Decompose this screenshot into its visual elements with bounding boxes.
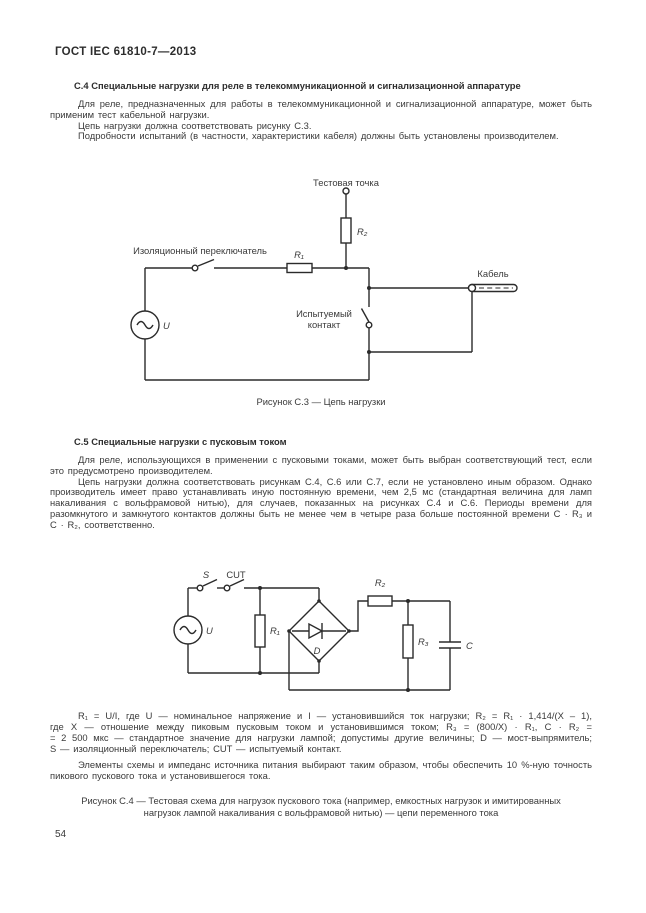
switch-contact-icon bbox=[191, 264, 199, 272]
switch-blade-icon bbox=[197, 258, 215, 267]
resistor-r1-icon bbox=[286, 262, 313, 274]
diode-icon bbox=[308, 622, 324, 640]
switch-cut-label: CUT bbox=[226, 569, 246, 580]
contact-terminal-icon bbox=[365, 321, 373, 329]
paragraph: Элементы схемы и импеданс источника пита… bbox=[50, 759, 592, 781]
switch-s-blade-icon bbox=[202, 578, 218, 587]
resistor-r3-icon bbox=[402, 624, 414, 659]
resistor-r2-icon bbox=[340, 217, 352, 244]
contact-under-test-label-line2: контакт bbox=[308, 319, 341, 330]
formula-line: = 2 500 мкс — стандартное значение для н… bbox=[50, 732, 592, 743]
resistor-r1-icon bbox=[254, 614, 266, 648]
figure-c4-caption-line1: Рисунок С.4 — Тестовая схема для нагрузо… bbox=[81, 795, 561, 806]
resistor-r1-label: R₁ bbox=[294, 249, 304, 260]
figure-c4-caption: Рисунок С.4 — Тестовая схема для нагрузо… bbox=[50, 795, 592, 818]
source-voltage-label: U bbox=[163, 320, 170, 331]
cable-label: Кабель bbox=[477, 268, 508, 279]
doc-header-title: ГОСТ IEC 61810-7—2013 bbox=[55, 46, 197, 58]
section-c4-body: Для реле, предназначенных для работы в т… bbox=[50, 98, 592, 142]
sine-wave-icon bbox=[136, 320, 154, 330]
page-number: 54 bbox=[55, 829, 67, 840]
figure-c4-notes: R₁ = U/I, где U — номинальное напряжение… bbox=[50, 710, 592, 754]
sine-wave-icon bbox=[179, 625, 197, 635]
switch-cut-blade-icon bbox=[229, 578, 245, 587]
resistor-r3-label: R₃ bbox=[418, 636, 429, 647]
contact-blade-icon bbox=[360, 308, 370, 323]
resistor-r2-label: R₂ bbox=[375, 577, 386, 588]
figure-c4-caption-line2: нагрузок лампой накаливания с вольфрамов… bbox=[143, 806, 499, 818]
resistor-r2-icon bbox=[367, 595, 393, 607]
source-voltage-label: U bbox=[206, 625, 213, 636]
figure-c4-note2-block: Элементы схемы и импеданс источника пита… bbox=[50, 759, 592, 781]
switch-cut-contact-icon bbox=[223, 584, 231, 592]
figure-c3-circuit-diagram: Тестовая точка R₂ Изоляционный переключа… bbox=[130, 177, 518, 381]
paragraph: Подробности испытаний (в частности, хара… bbox=[78, 130, 559, 142]
paragraph: Цепь нагрузки должна соответствовать рис… bbox=[78, 119, 312, 131]
paragraph: Для реле, предназначенных для работы в т… bbox=[50, 98, 592, 120]
isolating-switch-label: Изоляционный переключатель bbox=[133, 245, 267, 256]
figure-c3-caption: Рисунок С.3 — Цепь нагрузки bbox=[256, 396, 386, 407]
formula-line: S — изоляционный переключатель; CUT — ис… bbox=[50, 743, 342, 754]
capacitor-c-label: C bbox=[466, 640, 473, 651]
resistor-r1-label: R₁ bbox=[270, 625, 280, 636]
section-c4-heading: С.4 Специальные нагрузки для реле в теле… bbox=[74, 80, 521, 91]
resistor-r2-label: R₂ bbox=[357, 226, 368, 237]
cable-connector-icon bbox=[467, 283, 477, 293]
switch-s-contact-icon bbox=[196, 584, 204, 592]
formula-line: R₁ = U/I, где U — номинальное напряжение… bbox=[78, 710, 592, 721]
bridge-d-label: D bbox=[314, 645, 321, 656]
switch-s-label: S bbox=[203, 569, 210, 580]
figure-c4-circuit-diagram: S CUT U R₁ D R₂ bbox=[173, 569, 473, 692]
test-point-terminal-icon bbox=[342, 187, 350, 195]
paragraph: Цепь нагрузки должна соответствовать рис… bbox=[50, 475, 592, 530]
section-c5-body: Для реле, использующихся в применении с … bbox=[50, 454, 592, 531]
paragraph: Для реле, использующихся в применении с … bbox=[50, 454, 592, 476]
formula-line: где X — отношение между пиковым пусковым… bbox=[50, 721, 592, 732]
test-point-label: Тестовая точка bbox=[313, 177, 380, 188]
contact-under-test-label-line1: Испытуемый bbox=[296, 308, 352, 319]
section-c5-heading: С.5 Специальные нагрузки с пусковым токо… bbox=[74, 436, 287, 447]
